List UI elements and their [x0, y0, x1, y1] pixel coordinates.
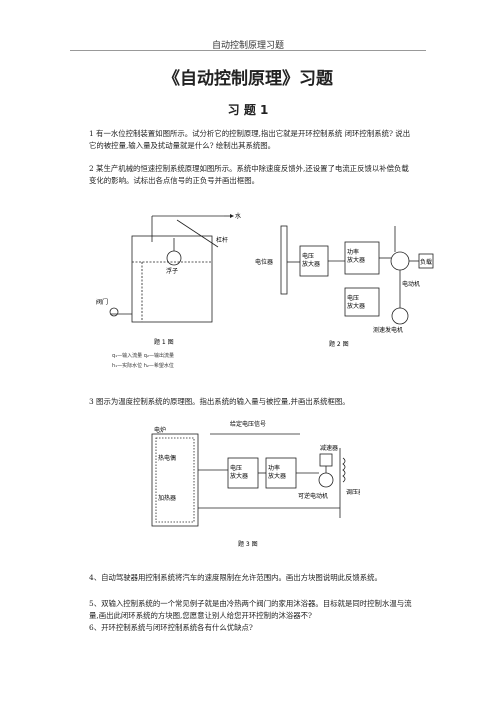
question-6: 6、开环控制系统与闭环控制系统各有什么优缺点? — [89, 623, 253, 632]
figure-3: 给定电压信号 电炉 热电偶 加热器 电压 放大器 功率 放大器 减速器 可逆电动… — [150, 418, 360, 552]
fig3-amp1-label: 电压 — [230, 464, 242, 472]
fig1-caption: 题 1 图 — [154, 339, 174, 346]
fig3-motor-label: 可逆电动机 — [298, 492, 328, 500]
question-2: 2 某生产机械的恒速控制系统原理如图所示。系统中除速度反馈外,还设置了电流正反馈… — [89, 164, 409, 185]
fig3-heater-label: 加热器 — [158, 494, 176, 502]
fig3-transformer-label: 调压器 — [346, 488, 360, 496]
fig1-lever-label: 杠杆 — [216, 236, 228, 244]
section-title: 习 题 1 — [227, 103, 269, 117]
fig2-caption: 题 2 图 — [329, 341, 349, 348]
question-3: 3 图示为温度控制系统的原理图。指出系统的输入量与被控量,并画出系统框图。 — [89, 397, 350, 406]
fig1-float-label: 浮子 — [166, 267, 178, 275]
fig3-thermo-label: 热电偶 — [158, 454, 176, 462]
fig1-valve-label: 阀门 — [96, 298, 108, 306]
fig3-top-label: 给定电压信号 — [230, 420, 266, 428]
header-rule — [70, 50, 426, 51]
svg-text:放大器: 放大器 — [230, 472, 248, 480]
svg-text:放大器: 放大器 — [347, 256, 365, 264]
fig2-tacho-label: 测速发电机 — [373, 326, 403, 334]
figure-1: 水 杠杆 浮子 阀门 题 1 图 — [92, 202, 242, 350]
fig2-amp3-label: 电压 — [347, 294, 359, 302]
question-4: 4、自动驾驶器用控制系统将汽车的速度限制在允许范围内。画出方块图说明此反馈系统。 — [89, 573, 382, 582]
fig3-reducer-label: 减速器 — [320, 444, 338, 452]
fig2-amp2-label: 功率 — [347, 248, 359, 256]
question-1: 1 有一水位控制装置如图所示。试分析它的控制原理,指出它就是开环控制系统 闭环控… — [89, 129, 411, 150]
fig3-caption: 题 3 图 — [238, 541, 258, 548]
fig1-legend-2: h₁—实际水位 h₂—希望水位 — [112, 363, 174, 369]
fig2-load-label: 负载 — [420, 258, 432, 266]
fig1-legend-1: q₁—输入流量 q₂—输出流量 — [112, 353, 174, 359]
svg-text:放大器: 放大器 — [302, 260, 320, 268]
fig3-amp2-label: 功率 — [268, 464, 280, 472]
svg-text:放大器: 放大器 — [268, 472, 286, 480]
document-title: 《自动控制原理》习题 — [163, 69, 333, 89]
fig2-pot-label: 电位器 — [255, 258, 273, 266]
fig1-water-label: 水 — [235, 212, 241, 220]
fig3-oven-label: 电炉 — [154, 426, 166, 434]
page-header: 自动控制原理习题 — [211, 41, 284, 51]
fig2-amp1-label: 电压 — [302, 252, 314, 260]
figure-2: 电位器 电压 放大器 功率 放大器 电压 放大器 电动机 负载 测速发电机 题 … — [255, 206, 435, 354]
question-5: 5、双输入控制系统的一个常见例子就是由冷热两个阀门的家用沐浴器。目标就是同时控制… — [89, 599, 412, 620]
svg-text:放大器: 放大器 — [347, 302, 365, 310]
fig2-motor-label: 电动机 — [402, 280, 420, 288]
